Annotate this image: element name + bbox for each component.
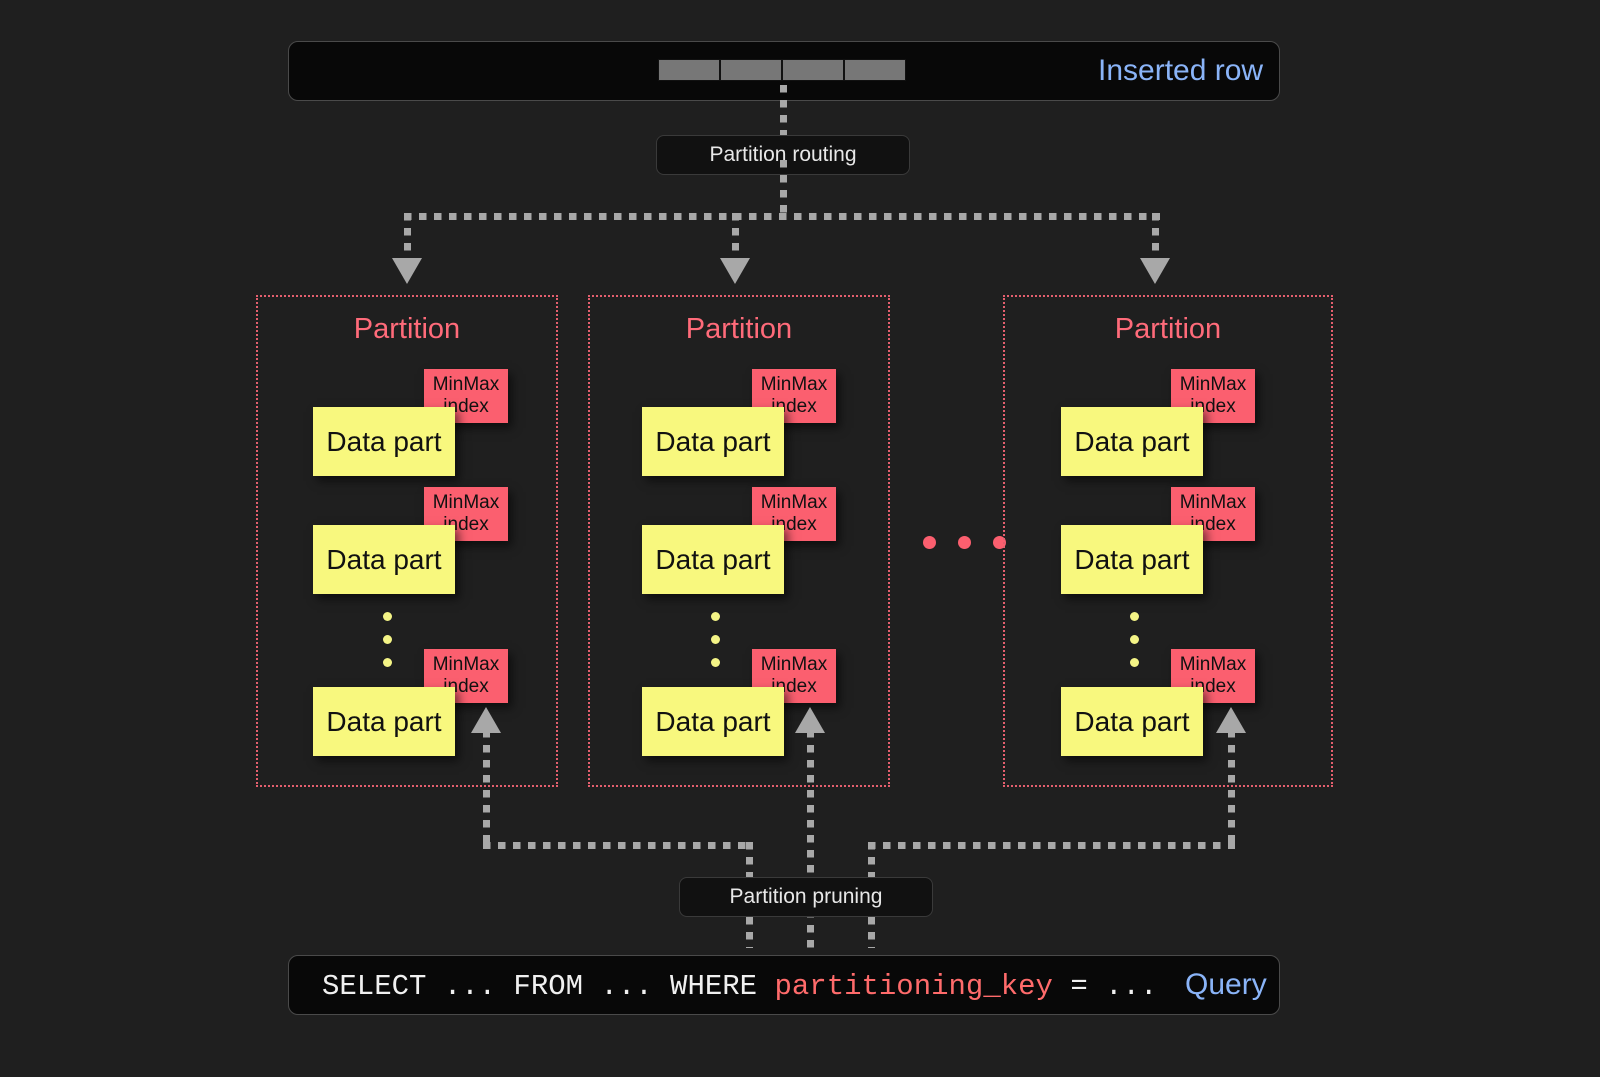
ellipsis-dot	[958, 536, 971, 549]
partition-title: Partition	[1114, 313, 1222, 345]
data-part-ellipsis-3	[1130, 612, 1139, 681]
connector-routing-to-fanout	[780, 160, 787, 218]
connector-pruning-leg-2	[807, 730, 814, 948]
ellipsis-dot	[1130, 658, 1139, 667]
partition-ellipsis	[923, 536, 1028, 549]
query-code-suffix: = ...	[1052, 970, 1158, 1003]
ellipsis-dot	[383, 658, 392, 667]
ellipsis-dot	[1130, 635, 1139, 644]
minmax-line-1: MinMax	[1179, 654, 1247, 676]
partition-title: Partition	[353, 313, 461, 345]
minmax-line-1: MinMax	[1179, 492, 1247, 514]
data-part-2-2: Data part	[642, 525, 784, 594]
connector-fanout-leg-3	[1152, 213, 1159, 265]
data-part-ellipsis-1	[383, 612, 392, 681]
data-part-2-1: Data part	[642, 407, 784, 476]
ellipsis-dot	[711, 612, 720, 621]
row-cell	[658, 59, 720, 81]
connector-fanout-leg-2	[732, 213, 739, 265]
connector-pruning-leg-1	[483, 730, 490, 848]
ellipsis-dot	[711, 635, 720, 644]
query-bar	[288, 955, 1280, 1015]
minmax-index-2-3: MinMax index	[752, 649, 836, 703]
connector-pruning-bus-left	[483, 842, 753, 849]
data-part-3-1: Data part	[1061, 407, 1203, 476]
row-cell	[782, 59, 844, 81]
minmax-line-1: MinMax	[760, 654, 828, 676]
data-part-1-1: Data part	[313, 407, 455, 476]
minmax-line-1: MinMax	[432, 374, 500, 396]
ellipsis-dot	[1130, 612, 1139, 621]
partition-title: Partition	[685, 313, 793, 345]
ellipsis-dot	[711, 658, 720, 667]
row-cell	[720, 59, 782, 81]
ellipsis-dot	[383, 635, 392, 644]
connector-pruning-bus-right	[868, 842, 1235, 849]
minmax-line-1: MinMax	[432, 492, 500, 514]
minmax-line-1: MinMax	[1179, 374, 1247, 396]
partition-container-2: Partition	[588, 295, 890, 787]
minmax-line-1: MinMax	[760, 374, 828, 396]
connector-fanout-bus	[404, 213, 1160, 220]
inserted-row-label: Inserted row	[1098, 54, 1264, 87]
query-label: Query	[1185, 968, 1267, 1001]
inserted-row-cells	[658, 59, 906, 81]
connector-fanout-leg-1	[404, 213, 411, 265]
data-part-1-2: Data part	[313, 525, 455, 594]
data-part-3-2: Data part	[1061, 525, 1203, 594]
ellipsis-dot	[993, 536, 1006, 549]
minmax-line-1: MinMax	[432, 654, 500, 676]
ellipsis-dot	[383, 612, 392, 621]
arrow-into-partition-2	[720, 258, 750, 284]
data-part-3-3: Data part	[1061, 687, 1203, 756]
partition-pruning-box: Partition pruning	[679, 877, 933, 917]
query-code-prefix: SELECT ... FROM ... WHERE	[322, 970, 775, 1003]
query-code-text: SELECT ... FROM ... WHERE partitioning_k…	[322, 972, 1157, 1001]
partition-container-1: Partition	[256, 295, 558, 787]
arrow-into-partition-3	[1140, 258, 1170, 284]
arrow-into-partition-1	[392, 258, 422, 284]
row-cell	[844, 59, 906, 81]
arrow-to-partition-2-bottom-part	[795, 707, 825, 733]
data-part-2-3: Data part	[642, 687, 784, 756]
query-code-key: partitioning_key	[774, 970, 1053, 1003]
connector-pruning-leg-3	[1228, 730, 1235, 848]
ellipsis-dot	[923, 536, 936, 549]
minmax-line-1: MinMax	[760, 492, 828, 514]
arrow-to-partition-3-bottom-part	[1216, 707, 1246, 733]
data-part-1-3: Data part	[313, 687, 455, 756]
arrow-to-partition-1-bottom-part	[471, 707, 501, 733]
data-part-ellipsis-2	[711, 612, 720, 681]
partition-container-3: Partition	[1003, 295, 1333, 787]
connector-insert-to-routing	[780, 85, 787, 175]
